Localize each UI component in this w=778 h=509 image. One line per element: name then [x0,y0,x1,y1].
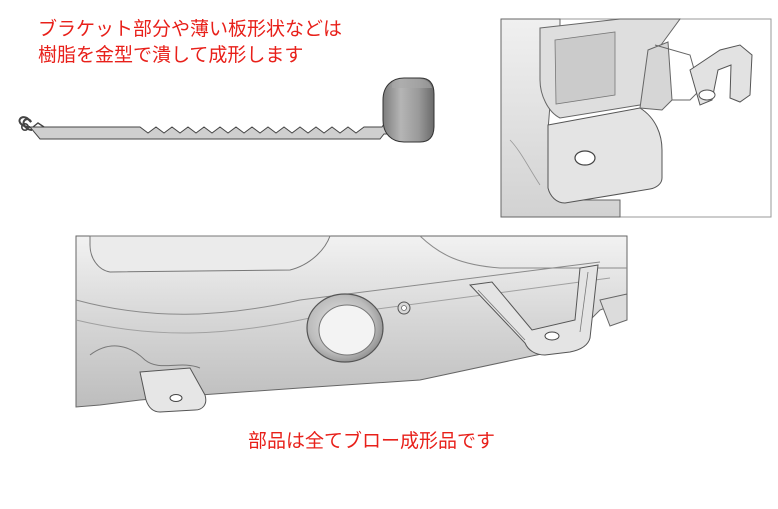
closeup-bracket-hole [574,150,596,166]
closeup-rib [639,41,673,111]
overview-pin-hole [401,305,407,311]
overview-left-bracket [139,367,207,413]
overview-right-bracket [468,264,599,356]
overview-gusset-2 [579,271,589,333]
annotation-bottom: 部品は全てブロー成形品です [248,430,496,452]
closeup-shade [509,139,541,186]
overview-top-recess [89,235,331,273]
hook-notch [32,122,45,128]
closeup-block-face [554,31,616,105]
overview-ridge-3 [419,235,627,269]
hook-eye [20,123,29,132]
overview-right-bracket-hole [544,331,560,341]
blow-molded-cap [382,77,435,143]
annotation-top-line1: ブラケット部分や薄い板形状などは [38,18,343,40]
overview-left-bracket-hole [169,394,183,402]
overview-gusset-1 [477,289,526,341]
overview-right-fragment [599,293,628,327]
annotation-top-line2: 樹脂を金型で潰して成形します [38,44,304,66]
closeup-clip-slot [698,89,716,101]
cap-highlight [392,79,432,88]
overview-ridge-2 [75,277,611,334]
flattened-plate-section [28,123,390,140]
closeup-figure [500,18,772,218]
overview-ridge-1 [75,261,601,315]
closeup-bracket-flange [547,107,663,204]
overview-figure [75,235,628,414]
cross-section-figure [18,77,435,143]
annotation-top: ブラケット部分や薄い板形状などは 樹脂を金型で潰して成形します [38,16,342,68]
overview-left-edge [89,345,201,369]
overview-round-port-face [318,304,376,356]
